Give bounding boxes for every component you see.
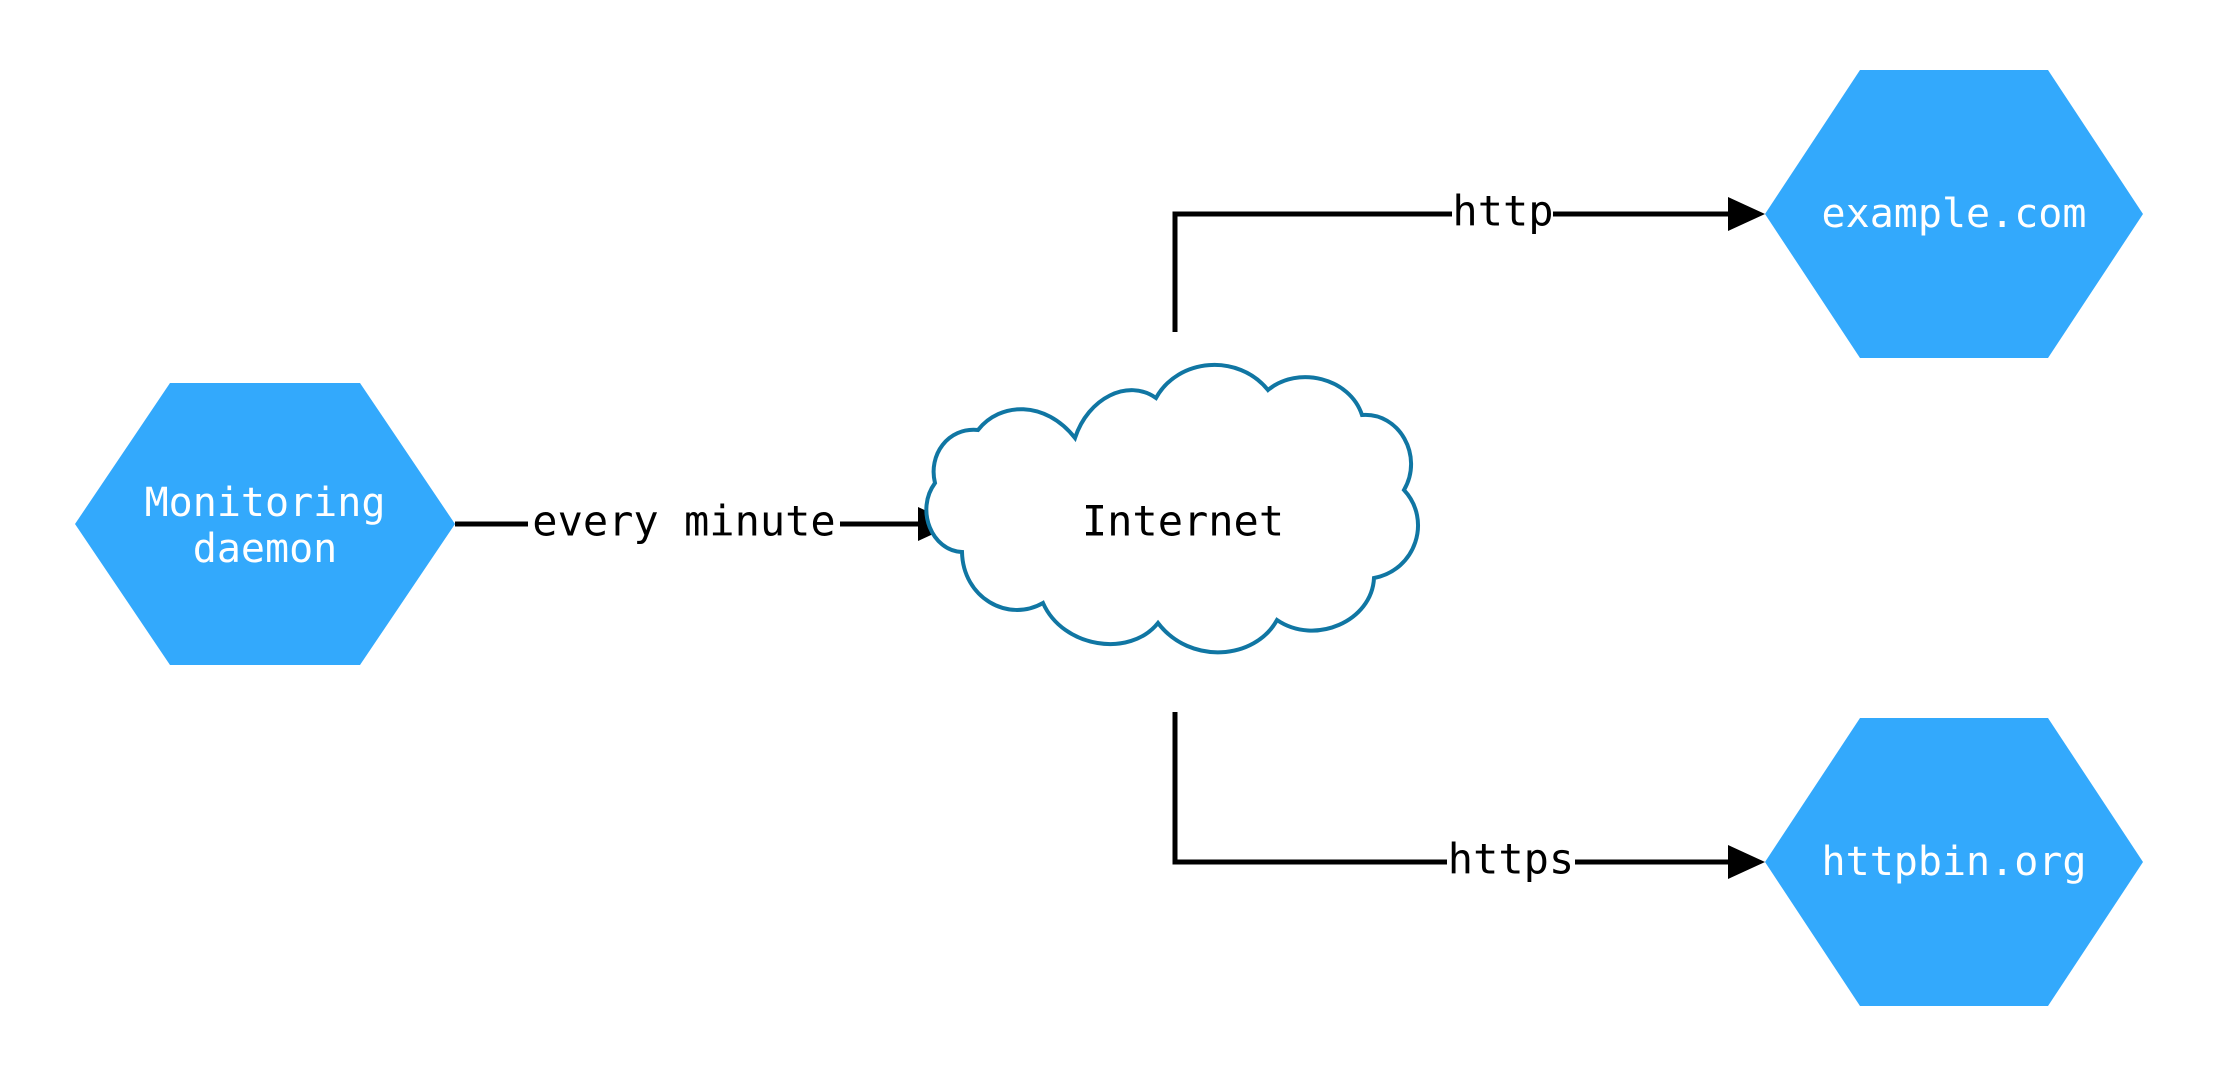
edge-label-http: http — [1452, 187, 1553, 236]
monitoring-daemon-label-line2: daemon — [193, 526, 338, 572]
edge-label-every-minute: every minute — [532, 497, 835, 546]
edge-internet-example-path-left — [1172, 211, 1452, 332]
edge-internet-example-arrowhead — [1728, 197, 1765, 231]
example-com-label: example.com — [1822, 191, 2087, 237]
httpbin-org-hexagon-shape — [1765, 718, 2143, 1006]
node-monitoring-daemon[interactable]: Monitoring daemon — [75, 383, 455, 665]
monitoring-daemon-hexagon-shape — [75, 383, 455, 665]
internet-label: Internet — [1082, 497, 1284, 546]
edge-daemon-to-internet[interactable]: every minute — [455, 497, 955, 546]
monitoring-daemon-label-line1: Monitoring — [145, 480, 386, 526]
edge-internet-httpbin-arrowhead — [1728, 845, 1765, 879]
node-httpbin-org[interactable]: httpbin.org — [1765, 718, 2143, 1006]
edge-internet-to-httpbin[interactable]: https — [1172, 712, 1765, 884]
node-example-com[interactable]: example.com — [1765, 70, 2143, 358]
edge-internet-httpbin-path-left — [1172, 712, 1447, 865]
httpbin-org-label: httpbin.org — [1822, 839, 2087, 885]
node-internet[interactable]: Internet — [924, 362, 1420, 655]
edge-label-https: https — [1448, 835, 1574, 884]
edge-internet-to-example[interactable]: http — [1172, 187, 1765, 333]
internet-cloud-shape — [924, 362, 1420, 655]
example-com-hexagon-shape — [1765, 70, 2143, 358]
